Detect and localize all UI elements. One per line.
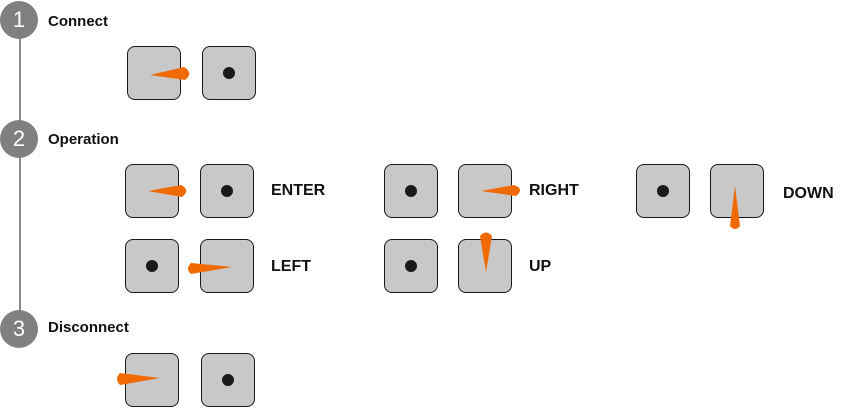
right-stylus-tip-icon xyxy=(481,185,521,196)
left-dot-key xyxy=(125,239,179,293)
up-dot-key xyxy=(384,239,438,293)
left-stylus-tip-icon xyxy=(188,263,232,274)
right-dot-key xyxy=(384,164,438,218)
enter-right-key xyxy=(200,164,254,218)
down-stylus-tip-icon xyxy=(730,186,740,229)
right-label: RIGHT xyxy=(529,182,579,199)
key-dot xyxy=(221,185,233,197)
step-2-title: Operation xyxy=(48,131,119,148)
up-label: UP xyxy=(529,258,552,275)
down-dot-key xyxy=(636,164,690,218)
key-dot xyxy=(146,260,158,272)
key-dot xyxy=(223,67,235,79)
left-label: LEFT xyxy=(271,258,311,275)
down-swipe-key xyxy=(710,164,764,218)
key-dot xyxy=(657,185,669,197)
up-stylus-tip-icon xyxy=(480,232,492,272)
connect-right-key xyxy=(202,46,256,100)
disconnect-stylus-tip-icon xyxy=(117,373,160,385)
key-dot xyxy=(405,260,417,272)
disconnect-right-key xyxy=(201,353,255,407)
step-3-title: Disconnect xyxy=(48,319,129,336)
enter-stylus-tip-icon xyxy=(148,185,187,197)
step-3-circle: 3 xyxy=(0,310,38,348)
step-1-circle: 1 xyxy=(0,1,38,39)
down-label: DOWN xyxy=(783,185,834,202)
key-dot xyxy=(405,185,417,197)
key-dot xyxy=(222,374,234,386)
timeline-line xyxy=(19,20,21,330)
step-2-circle: 2 xyxy=(0,120,38,158)
step-1-title: Connect xyxy=(48,13,108,30)
connect-stylus-tip-icon xyxy=(150,67,190,80)
enter-label: ENTER xyxy=(271,182,326,199)
